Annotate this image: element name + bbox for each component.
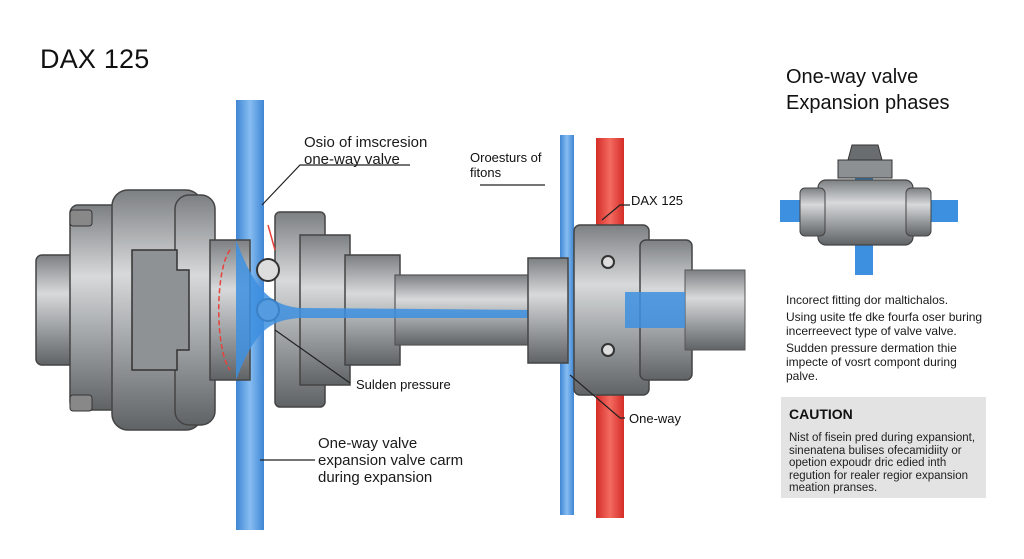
phases-title: One-way valve Expansion phases [786,66,950,114]
label-dax-small: DAX 125 [631,193,684,208]
page-title: DAX 125 [40,44,150,74]
note-item: Sudden pressure dermation thie impecte o… [786,341,957,383]
valve-body-right [527,224,746,396]
valve-body-left [35,189,216,431]
blue-flow-channel [236,240,560,380]
label-bottom-left: One-way valve expansion valve carm durin… [318,435,464,486]
note-item: Incorect fitting dor maltichalos. [786,293,949,307]
notes-list: Incorect fitting dor maltichalos. Using … [786,293,986,386]
label-top-left: Osio of imscresion one-way valve [304,134,428,168]
caution-body: Nist of fisein pred during expansiont, s… [789,432,976,494]
caution-box: CAUTION Nist of fisein pred during expan… [781,397,986,498]
label-one-way: One-way [629,411,682,426]
label-sudden: Sulden pressure [356,377,451,392]
label-orcestures: Oroesturs of fitons [470,150,542,180]
inset-valve-diagram [780,144,958,275]
caution-title: CAUTION [789,406,853,422]
note-item: Using usite tfe dke fourfa oser buring i… [786,310,983,338]
